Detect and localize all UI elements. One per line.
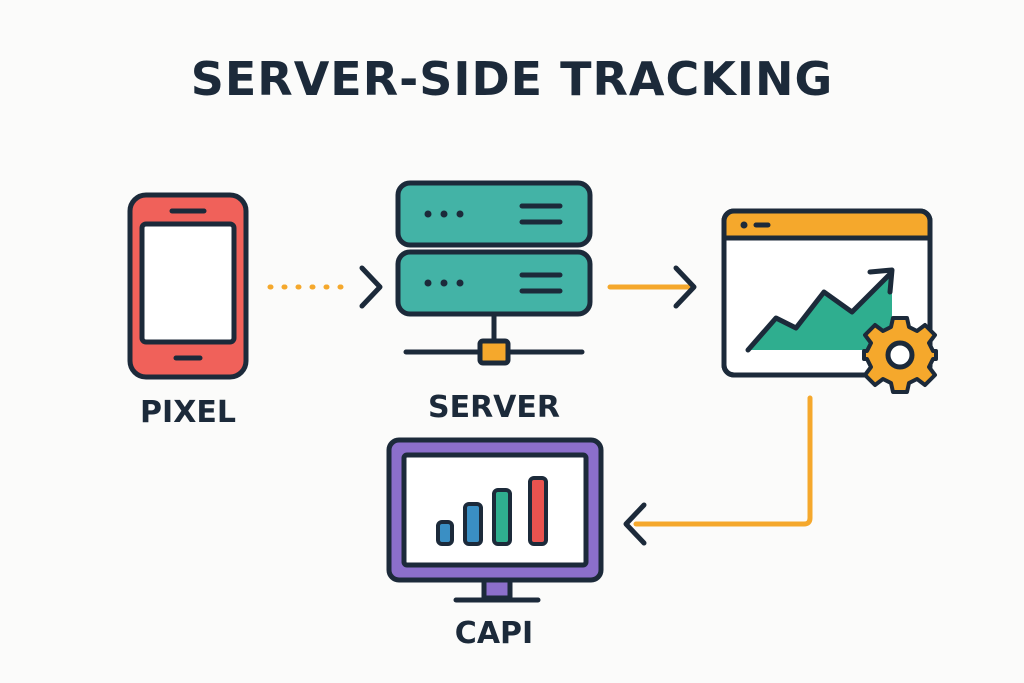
pixel-label: PIXEL [140,395,236,430]
smartphone-icon [127,192,249,380]
gear-icon [862,316,938,394]
server-label: SERVER [427,390,560,425]
browser-analytics-gear-icon [721,208,938,394]
server-rack-icon [395,180,593,366]
capi-label: CAPI [454,616,534,651]
arrow-analytics-to-capi [623,395,813,546]
monitor-bar-chart-icon [386,437,604,603]
arrow-server-to-analytics [607,265,697,309]
page-title: SERVER-SIDE TRACKING [190,52,834,106]
dotted-arrow-pixel-to-server [267,265,383,309]
